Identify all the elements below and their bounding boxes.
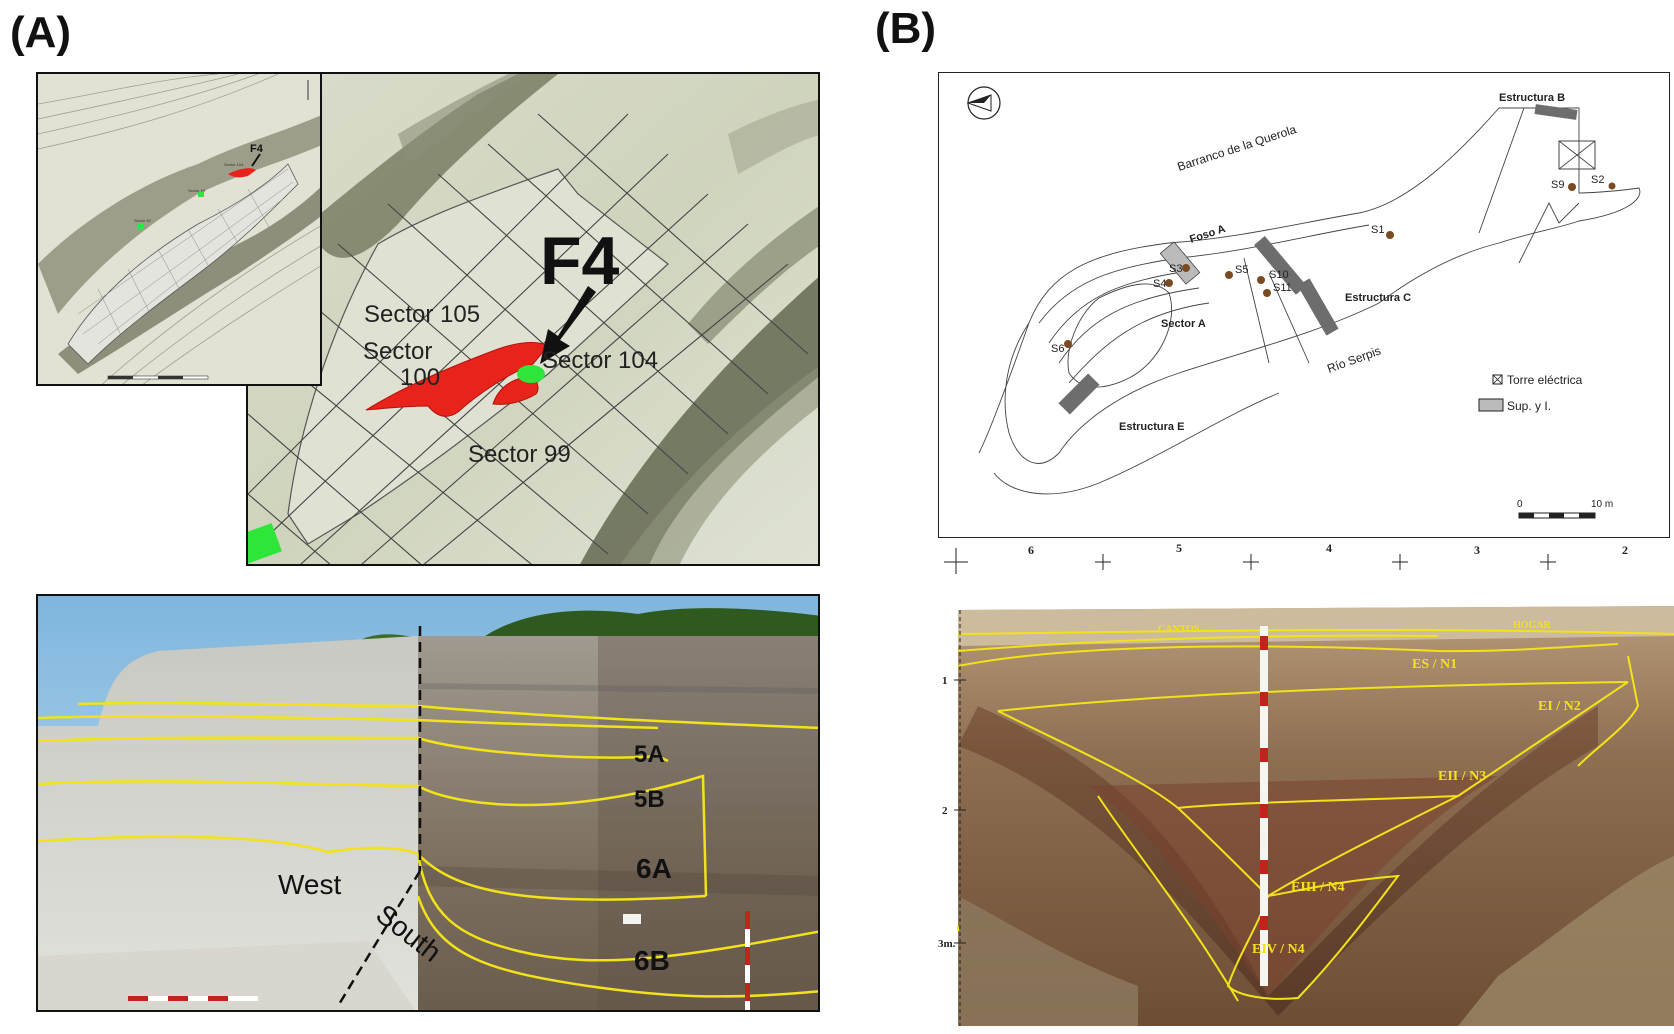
profile-grid-axis: 6 5 4 3 2 — [944, 541, 1628, 574]
profile-col-4-label: 4 — [1326, 541, 1332, 555]
sector-100-label-line2: 100 — [400, 364, 440, 391]
layer-5b-label: 5B — [634, 786, 665, 813]
profile-col-5-label: 5 — [1176, 541, 1182, 555]
inset-f4-label: F4 — [250, 143, 264, 155]
site-s2-label: S2 — [1591, 174, 1604, 186]
site-s1-label: S1 — [1371, 224, 1384, 236]
profile-photo-b: 1 2 3m. CANTOS HOGAR ES / N1 EI / N2 EII… — [938, 596, 1674, 1026]
layer-ei-n2-label: EI / N2 — [1538, 699, 1581, 714]
terrain-map-inset: F4 Sector 104 Sector 99 Sector 62 — [36, 72, 322, 386]
sector-a-label: Sector A — [1161, 318, 1206, 330]
layer-eiv-n4-label: EIV / N4 — [1252, 942, 1305, 957]
sector-99-label: Sector 99 — [468, 441, 571, 468]
site-s4-label: S4 — [1153, 278, 1166, 290]
terrain-map-main: F4 Sector 105 Sector 100 Sector 104 Sect… — [246, 72, 820, 566]
depth-2-label: 2 — [942, 805, 948, 817]
inset-sector-99-label: Sector 99 — [188, 188, 206, 193]
depth-1-label: 1 — [942, 675, 948, 687]
profile-col-6-label: 6 — [1028, 543, 1034, 557]
layer-5a-label: 5A — [634, 741, 665, 768]
site-s3-label: S3 — [1169, 263, 1182, 275]
panel-b-label: (B) — [875, 4, 937, 53]
estructura-c-label: Estructura C — [1345, 292, 1411, 304]
inset-sector-104-label: Sector 104 — [224, 162, 244, 167]
inset-sector-62-label: Sector 62 — [134, 218, 152, 223]
main-f4-label: F4 — [540, 223, 620, 299]
sector-100-label-line1: Sector — [363, 338, 432, 365]
sector-104-label: Sector 104 — [542, 347, 658, 374]
site-s5-label: S5 — [1235, 264, 1248, 276]
panel-a-label: (A) — [10, 8, 72, 57]
legend-torre-label: Torre eléctrica — [1507, 373, 1583, 387]
profile-col-3-label: 3 — [1474, 543, 1480, 557]
layer-eiii-n4-label: EIII / N4 — [1291, 880, 1345, 895]
layer-es-n1-label: ES / N1 — [1412, 657, 1457, 672]
site-s10-label: S10 — [1269, 269, 1289, 281]
profile-col-2-label: 2 — [1622, 543, 1628, 557]
layer-6b-label: 6B — [634, 945, 670, 976]
site-s6-label: S6 — [1051, 343, 1064, 355]
layer-eii-n3-label: EII / N3 — [1438, 769, 1486, 784]
west-label: West — [278, 869, 341, 900]
cantos-label: CANTOS — [1158, 624, 1200, 635]
hogar-label: HOGAR — [1513, 620, 1552, 631]
site-s9-label: S9 — [1551, 179, 1564, 191]
layer-6a-label: 6A — [636, 853, 672, 884]
section-photo-a: 5A 5B 6A 6B West South — [36, 594, 820, 1012]
depth-3-label: 3m. — [938, 938, 956, 950]
scale-ten-label: 10 m — [1591, 499, 1613, 510]
legend-sup-label: Sup. y I. — [1507, 399, 1551, 413]
scale-zero-label: 0 — [1517, 499, 1523, 510]
estructura-b-label: Estructura B — [1499, 92, 1565, 104]
site-s11-label: S11 — [1273, 282, 1292, 294]
sector-105-label: Sector 105 — [364, 301, 480, 328]
site-plan-b: Estructura B Estructura C Estructura E B… — [938, 72, 1670, 538]
estructura-e-label: Estructura E — [1119, 421, 1184, 433]
